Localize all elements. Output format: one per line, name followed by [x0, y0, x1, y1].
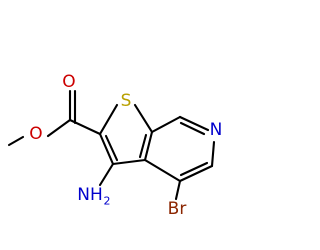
bond-carbonyl-c2 — [68, 118, 102, 136]
bond-c2-c3 — [98, 132, 115, 166]
bond-n6-c5 — [210, 140, 216, 168]
sulfur-atom-label: S — [121, 91, 132, 111]
bond-c3-c3a — [111, 158, 147, 166]
bond-ester-oxygen-carbonyl — [46, 118, 72, 138]
bond-sulfur-c7a — [133, 103, 154, 134]
bond-c5-c4-inner — [179, 161, 209, 177]
bond-c4-c3a — [143, 158, 182, 183]
bond-c3a-c7a-inner — [138, 133, 148, 159]
amino-group-subscript: 2 — [104, 195, 111, 208]
bond-c2-sulfur — [98, 103, 119, 136]
bond-c3-amino — [98, 162, 115, 187]
chemical-structure: S N O O NH 2 Br — [7, 72, 222, 219]
bond-c5-c4 — [178, 164, 214, 183]
amino-group-label: NH — [77, 185, 103, 205]
bond-c7a-c7 — [150, 115, 182, 134]
bond-methyl-ester-oxygen — [7, 135, 25, 147]
bond-c3a-c7a — [143, 130, 154, 162]
ring-nitrogen-atom-label: N — [210, 120, 223, 140]
bromine-atom-label: Br — [168, 199, 187, 219]
bond-c2-c3-inner — [104, 134, 119, 162]
bond-c7-n6-inner — [179, 121, 206, 136]
atom-labels: S N O O NH 2 Br — [29, 72, 222, 219]
ester-oxygen-atom-label: O — [29, 124, 42, 144]
bond-c7-n6 — [178, 115, 210, 132]
carbonyl-oxygen-atom-label: O — [62, 72, 75, 92]
bonds — [7, 89, 216, 201]
bond-c4-bromine — [174, 179, 182, 201]
